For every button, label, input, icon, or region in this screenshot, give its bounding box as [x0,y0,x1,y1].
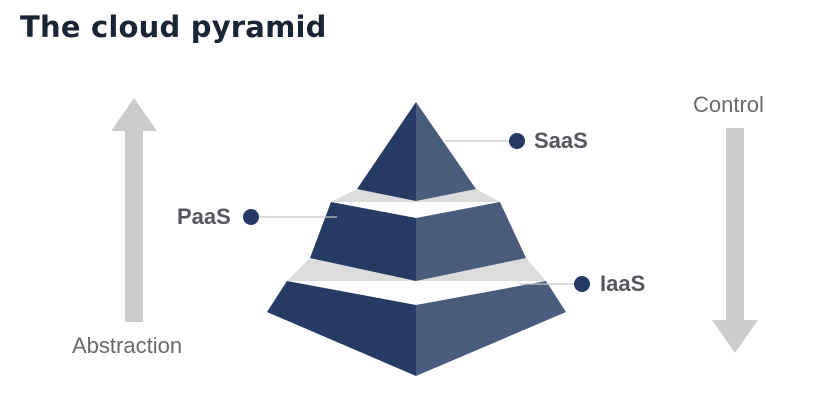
paas-tier [310,202,526,281]
saas-dot [509,133,525,149]
iaas-dot [574,276,590,292]
saas-tier [357,102,476,201]
control-arrow [712,128,758,353]
iaas-label: IaaS [600,271,646,296]
page-title: The cloud pyramid [20,10,327,44]
saas-label: SaaS [534,128,588,153]
paas-dot [243,209,259,225]
abstraction-arrow [111,98,157,322]
abstraction-label: Abstraction [72,333,183,358]
control-label: Control [693,92,764,117]
iaas-tier [267,281,566,376]
paas-label: PaaS [177,204,231,229]
